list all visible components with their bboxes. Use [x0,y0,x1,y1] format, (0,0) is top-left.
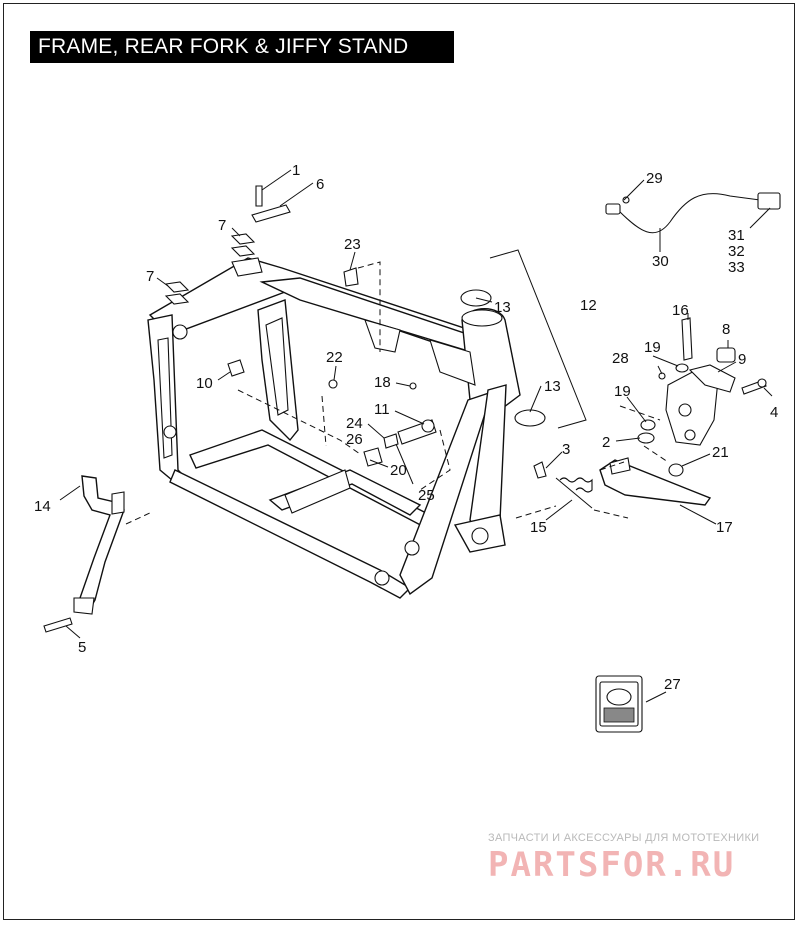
frame-assembly [147,257,521,599]
callout-14: 14 [34,498,51,515]
watermark-caption: ЗАПЧАСТИ И АКСЕССУАРЫ ДЛЯ МОТОТЕХНИКИ [488,832,760,844]
callout-6: 6 [316,176,324,193]
callout-19b: 19 [614,383,631,400]
callout-28: 28 [612,350,629,367]
callout-11: 11 [374,401,390,418]
callout-12: 12 [580,297,597,314]
callout-18: 18 [374,374,391,391]
callout-33: 33 [728,259,745,276]
callout-9: 9 [738,351,746,368]
callout-16: 16 [672,302,689,319]
callout-31: 31 [728,227,745,244]
callout-19a: 19 [644,339,661,356]
callout-13b: 13 [544,378,561,395]
page-title: FRAME, REAR FORK & JIFFY STAND [30,31,454,63]
decal-27 [595,675,643,733]
callout-13a: 13 [494,299,511,316]
callout-21: 21 [712,444,729,461]
callout-27: 27 [664,676,681,693]
callout-8: 8 [722,321,730,338]
watermark-logo: PARTSFOR.RU [488,845,736,885]
callout-2: 2 [602,434,610,451]
callout-labels: 1 6 7 7 23 10 22 18 11 24 26 20 25 12 13… [34,162,778,693]
callout-1: 1 [292,162,300,179]
leader-lines [59,169,773,703]
jiffy-stand-assembly [555,317,767,509]
callout-5: 5 [78,639,86,656]
callout-29: 29 [646,170,663,187]
callout-3: 3 [562,441,570,458]
page-border [3,3,795,920]
callout-15: 15 [530,519,547,536]
callout-20: 20 [390,462,407,479]
sensor-cable [605,192,781,234]
callout-25: 25 [418,487,435,504]
bracket-assembly [43,475,125,633]
callout-10: 10 [196,375,213,392]
callout-32: 32 [728,243,745,260]
callout-4: 4 [770,404,778,421]
callout-23: 23 [344,236,361,253]
callout-7b: 7 [146,268,154,285]
callout-26: 26 [346,431,363,448]
callout-17: 17 [716,519,733,536]
callout-30: 30 [652,253,669,270]
callout-22: 22 [326,349,343,366]
callout-7a: 7 [218,217,226,234]
callout-24: 24 [346,415,363,432]
guide-lines [125,249,669,525]
